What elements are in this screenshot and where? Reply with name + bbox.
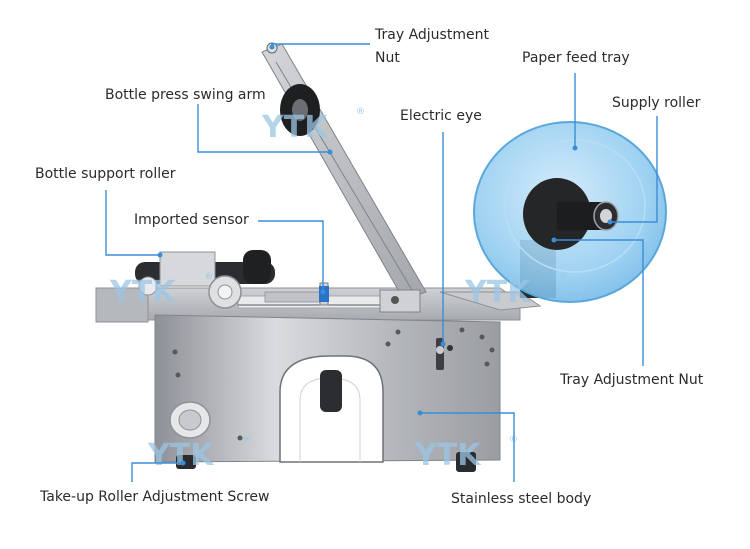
watermark-bottom-left: YTK bbox=[147, 438, 215, 473]
label-bottle-support-roller: Bottle support roller bbox=[35, 166, 176, 182]
watermark-bottom-right: YTK bbox=[414, 438, 482, 473]
watermark-top: YTK bbox=[261, 110, 329, 145]
label-supply-roller: Supply roller bbox=[612, 95, 701, 111]
bottle-press-swing-arm bbox=[261, 42, 427, 313]
label-tray-adjustment-nut-bottom: Tray Adjustment Nut bbox=[560, 372, 704, 388]
callout-bottle-press-swing-arm bbox=[197, 104, 330, 153]
label-tray-adjustment-nut-top-line1: Tray Adjustment bbox=[375, 27, 489, 43]
callout-tray-adjustment-nut-bottom bbox=[554, 239, 644, 366]
watermark-mark-bottom-left: ® bbox=[242, 435, 251, 445]
label-bottle-press-swing-arm: Bottle press swing arm bbox=[105, 87, 266, 103]
bottle-support-rollers bbox=[135, 250, 275, 309]
callout-imported-sensor bbox=[258, 220, 324, 292]
label-paper-feed-tray: Paper feed tray bbox=[522, 50, 630, 66]
label-tray-adjustment-nut-top-line2: Nut bbox=[375, 50, 400, 66]
callout-take-up-roller-screw bbox=[131, 462, 183, 482]
label-electric-eye: Electric eye bbox=[400, 108, 482, 124]
callout-tray-adjustment-nut-top bbox=[271, 43, 370, 47]
take-up-roller-knob bbox=[169, 401, 211, 439]
watermark-left: YTK bbox=[109, 275, 177, 310]
watermark-right: YTK bbox=[464, 275, 532, 310]
callout-bottle-support-roller bbox=[105, 190, 160, 256]
watermark-mark-right: ® bbox=[559, 272, 568, 282]
label-take-up-roller-adjustment-screw: Take-up Roller Adjustment Screw bbox=[40, 489, 270, 505]
callout-supply-roller bbox=[610, 116, 658, 223]
label-stainless-steel-body: Stainless steel body bbox=[451, 491, 592, 507]
watermarks: YTK YTK YTK YTK YTK bbox=[109, 110, 532, 473]
machine-feet bbox=[176, 452, 476, 472]
watermark-mark-left: ® bbox=[204, 272, 213, 282]
label-imported-sensor: Imported sensor bbox=[134, 212, 249, 228]
callout-dots bbox=[157, 44, 613, 466]
watermark-mark-top: ® bbox=[356, 107, 365, 117]
callout-stainless-steel-body bbox=[420, 412, 515, 482]
